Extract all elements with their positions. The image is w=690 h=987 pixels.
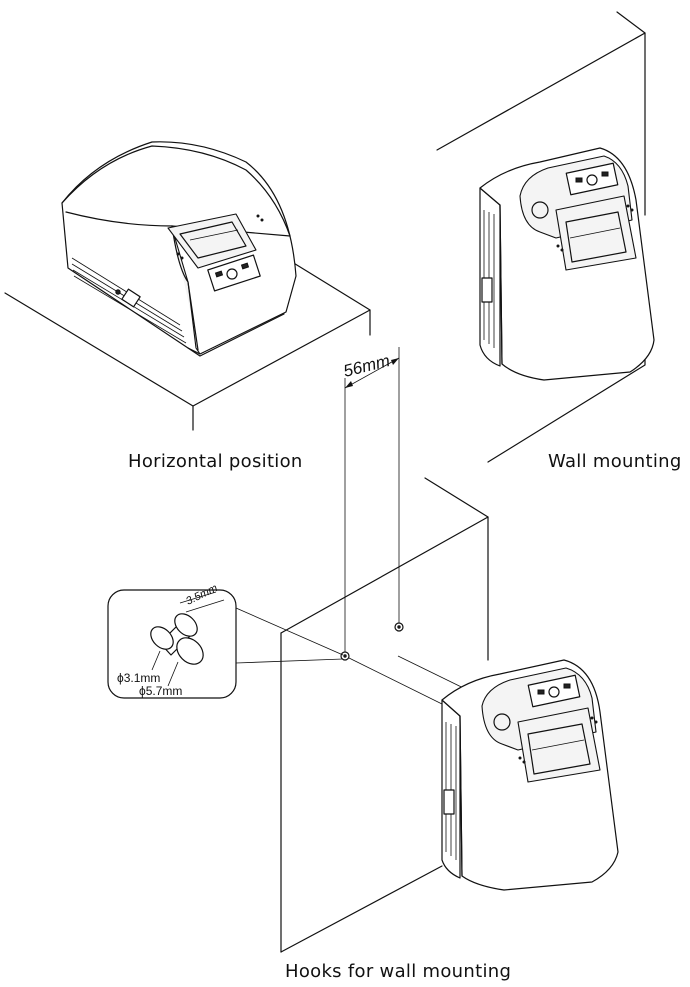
table-surface	[4, 261, 371, 431]
printer-on-hooks	[441, 659, 619, 891]
wall-mounting-illustration	[436, 11, 655, 463]
printer-wall-mounted	[479, 147, 655, 381]
horizontal-position-caption: Horizontal position	[128, 451, 303, 472]
hook-detail-callout	[107, 589, 344, 699]
printer-horizontal	[61, 141, 297, 357]
hook-wall-surface	[280, 477, 489, 953]
hooks-caption: Hooks for wall mounting	[285, 961, 512, 982]
hooks-illustration: 56mm 3.5mm ϕ3.1mm ϕ5.7mm	[107, 347, 619, 953]
hook-spacing-dimension	[344, 347, 400, 652]
wall-mounting-caption: Wall mounting	[548, 451, 682, 472]
hook-right	[394, 622, 404, 632]
shaft-diameter-label: ϕ3.1mm	[117, 671, 160, 685]
head-diameter-label: ϕ5.7mm	[139, 684, 182, 698]
horizontal-position-illustration	[4, 141, 371, 431]
